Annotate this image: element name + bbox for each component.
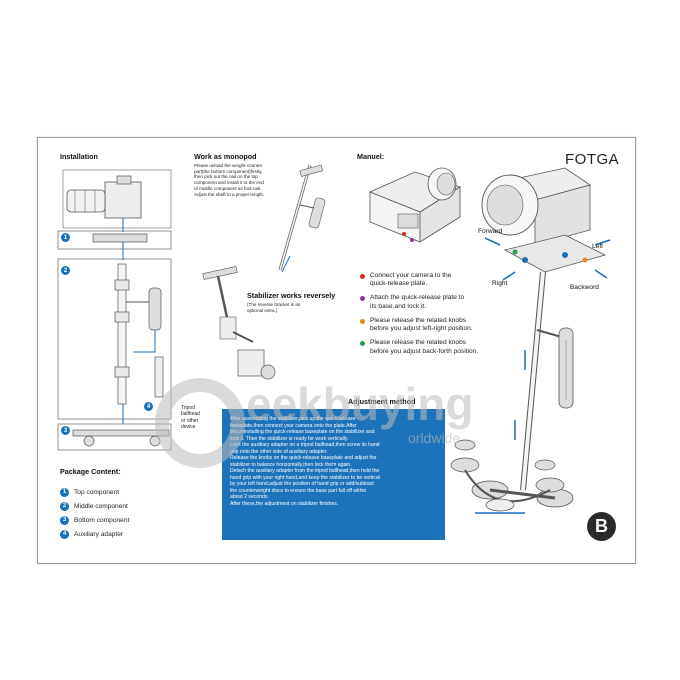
adjustment-diagram (450, 439, 565, 514)
install-step-2: 2 (61, 266, 70, 275)
purple-dot-icon (360, 296, 365, 302)
direction-left: Left (592, 243, 603, 250)
direction-forward: Forward (478, 228, 503, 235)
installation-diagram (57, 169, 172, 451)
adjustment-title: Adjustment method (348, 397, 416, 406)
reverse-diagram (202, 266, 276, 380)
install-step-1: 1 (61, 233, 70, 242)
package-title: Package Content: (60, 467, 121, 476)
page-letter-badge: B (587, 512, 616, 541)
direction-backward: Backword (570, 284, 599, 291)
tripod-note: Tripod ballhead or other device (181, 405, 200, 430)
adjustment-textbox: After assembling the stabilizer,pick up … (222, 409, 445, 540)
red-dot-icon (360, 274, 365, 279)
manual-title: Manuel: (357, 152, 385, 161)
green-dot-icon (360, 341, 365, 347)
orange-dot-icon (360, 318, 365, 324)
monopod-title: Work as monopod (194, 152, 257, 161)
monopod-diagram (278, 164, 326, 273)
direction-right: Right (492, 280, 508, 287)
brand-logo: FOTGA (565, 151, 620, 168)
installation-title: Installation (60, 152, 98, 161)
reversely-title: Stabilizer works reversely (247, 291, 336, 300)
install-step-4: 4 (144, 402, 153, 411)
install-step-3: 3 (61, 426, 70, 435)
camera-plate-diagram (368, 167, 461, 243)
stabilizer-diagram (471, 167, 611, 508)
